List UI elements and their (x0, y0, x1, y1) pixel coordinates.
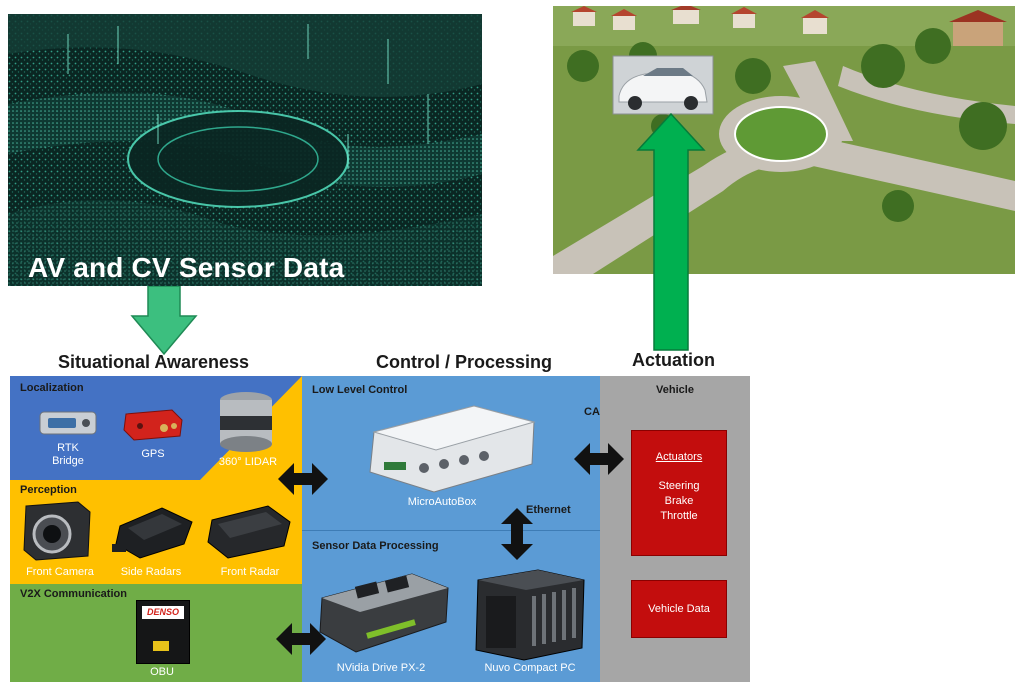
nvidia-drive-label: NVidia Drive PX-2 (336, 662, 426, 674)
nvidia-drive-device-icon (319, 573, 449, 653)
actuators-title: Actuators (655, 451, 703, 463)
v2x-title: V2X Communication (20, 588, 127, 600)
can-double-arrow-icon (574, 443, 624, 475)
vehicle-data-label: Vehicle Data (648, 603, 710, 615)
actuator-throttle: Throttle (660, 510, 698, 522)
lidar-label: 360° LIDAR (218, 456, 278, 468)
control-processing-heading: Control / Processing (376, 352, 553, 372)
front-radar-label: Front Radar (220, 566, 280, 578)
perception-control-double-arrow-icon (278, 463, 328, 495)
up-arrow-icon (636, 112, 706, 351)
side-radar-device-icon (112, 507, 193, 559)
down-arrow-icon (130, 286, 198, 356)
lidar-device-icon (220, 392, 272, 452)
vehicle-title: Vehicle (656, 384, 694, 396)
vehicle-panel: Vehicle Actuators Steering Brake Throttl… (600, 376, 750, 682)
side-radars-label: Side Radars (120, 566, 182, 578)
ethernet-double-arrow-icon (501, 508, 533, 560)
situational-awareness-panel: Localization Perception V2X Communicatio… (10, 376, 302, 682)
rtk-bridge-label: RTK Bridge (38, 442, 98, 468)
nuvo-pc-label: Nuvo Compact PC (484, 662, 576, 674)
ethernet-label: Ethernet (526, 504, 571, 516)
obu-brand-label: DENSO (142, 606, 184, 619)
gps-device-icon (123, 409, 183, 441)
actuation-heading: Actuation (632, 350, 715, 370)
simulation-town-graphic (553, 6, 1015, 274)
obu-device-icon: DENSO (136, 600, 190, 664)
sensor-data-processing-title: Sensor Data Processing (312, 540, 439, 552)
rtk-label-line: RTK Bridge (52, 442, 84, 467)
perception-title: Perception (20, 484, 77, 496)
actuators-box: Actuators Steering Brake Throttle (631, 430, 727, 556)
rtk-bridge-device-icon (39, 411, 97, 435)
sensor-data-title: AV and CV Sensor Data (28, 252, 345, 283)
obu-sticker (153, 641, 169, 651)
lidar-point-cloud-image: AV and CV Sensor Data (8, 14, 482, 286)
microautobox-device-icon (369, 405, 536, 493)
v2x-processing-double-arrow-icon (276, 623, 326, 655)
lidar-scan-graphic (8, 14, 482, 286)
obu-label: OBU (150, 666, 174, 678)
panel-divider (302, 530, 600, 531)
front-camera-label: Front Camera (26, 566, 94, 578)
nuvo-pc-device-icon (475, 569, 585, 661)
actuator-steering: Steering (658, 480, 700, 492)
control-processing-panel: Low Level Control Sensor Data Processing… (302, 376, 600, 682)
situational-awareness-heading: Situational Awareness (58, 352, 250, 372)
front-radar-device-icon (207, 505, 291, 559)
gps-label: GPS (141, 448, 165, 460)
vehicle-data-box: Vehicle Data (631, 580, 727, 638)
microautobox-label: MicroAutoBox (407, 496, 477, 508)
low-level-control-title: Low Level Control (312, 384, 408, 396)
simulation-scene-image (553, 6, 1015, 274)
localization-title: Localization (20, 382, 84, 394)
front-camera-device-icon (23, 501, 91, 561)
actuator-brake: Brake (664, 495, 694, 507)
